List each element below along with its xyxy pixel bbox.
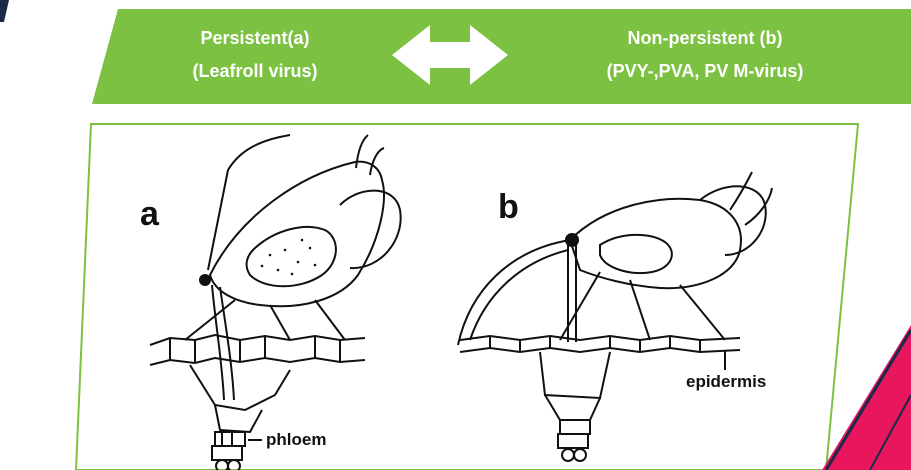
corner-accent-pink [822,325,911,470]
persistent-label: Persistent(a) (Leafroll virus) [150,22,360,88]
panel-b-label: b [498,188,519,227]
non-persistent-label: Non-persistent (b) (PVY-,PVA, PV M-virus… [560,22,850,88]
panel-a-label: a [140,195,159,234]
epidermis-label: epidermis [686,372,766,392]
non-persistent-title: Non-persistent (b) [560,22,850,55]
persistent-title: Persistent(a) [150,22,360,55]
non-persistent-subtitle: (PVY-,PVA, PV M-virus) [560,55,850,88]
phloem-label: phloem [266,430,326,450]
aphid-drawing-a [150,135,401,470]
corner-mark [0,0,9,22]
persistent-subtitle: (Leafroll virus) [150,55,360,88]
figure-frame [76,124,858,470]
